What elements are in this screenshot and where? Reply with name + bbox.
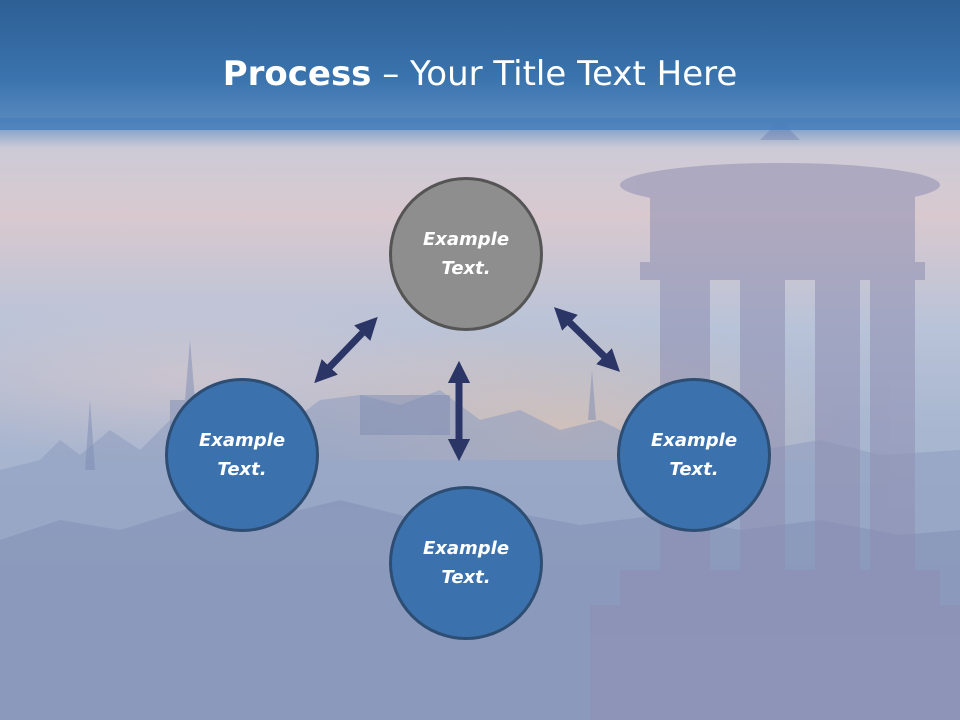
node-right: Example Text. [617,378,771,532]
node-left: Example Text. [165,378,319,532]
node-bottom: Example Text. [389,486,543,640]
title-rest: – Your Title Text Here [371,54,738,94]
slide-title: Process – Your Title Text Here [0,52,960,96]
title-bar-fade [0,118,960,148]
node-top: Example Text. [389,177,543,331]
node-right-label: Example Text. [650,430,738,480]
node-left-label: Example Text. [198,430,286,480]
arrow-top-right [554,307,620,372]
arrow-top-left [314,316,378,384]
title-bar [0,0,960,130]
title-bold: Process [222,54,372,94]
node-bottom-label: Example Text. [422,538,510,588]
node-top-label: Example Text. [422,229,510,279]
